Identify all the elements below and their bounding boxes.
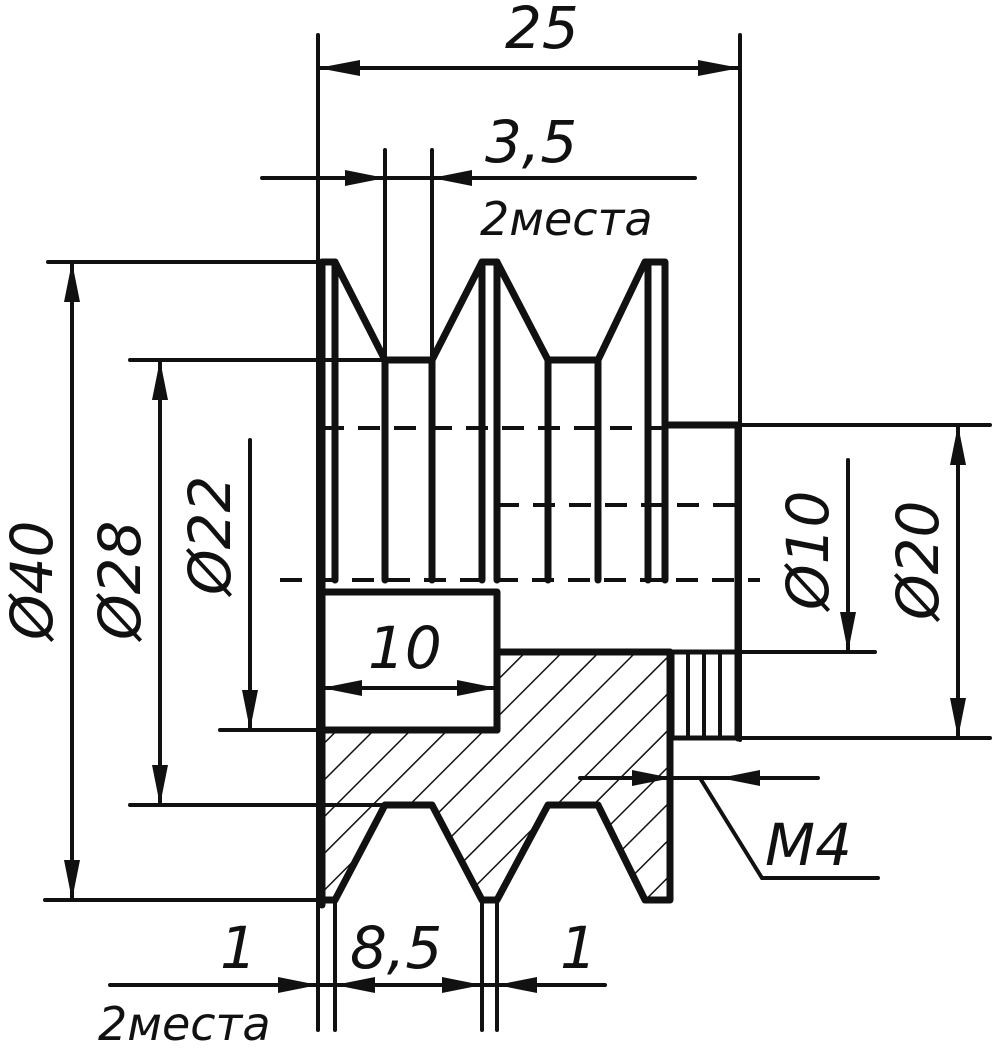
arrow-25-right <box>698 60 740 76</box>
arrow-8-5-left <box>335 977 375 993</box>
label-dia-22: Ø22 <box>176 476 244 597</box>
leader-line-m4 <box>698 776 880 880</box>
arrow-dia28-top <box>152 360 168 400</box>
arrow-10-right <box>457 680 497 696</box>
arrow-dia40-bottom <box>64 860 80 900</box>
arrow-dia28-bottom <box>152 765 168 805</box>
arrow-m4-left <box>632 770 672 786</box>
pulley-outer-profile-upper <box>318 258 742 909</box>
bore-outline <box>318 588 501 734</box>
label-dia-outer: Ø40 <box>0 521 66 642</box>
arrow-8-5-right <box>442 977 482 993</box>
label-rim-left: 1 <box>220 914 257 982</box>
arrow-m4-right <box>720 770 760 786</box>
arrow-dia10-bottom <box>840 612 856 652</box>
label-overall-width: 25 <box>505 0 579 62</box>
label-dia-10: Ø10 <box>774 491 842 612</box>
arrow-1-left <box>278 977 318 993</box>
arrow-dia40-top <box>64 262 80 302</box>
label-groove-width: 3,5 <box>485 108 577 176</box>
arrow-dia20-bottom <box>950 698 966 738</box>
arrow-dia22-bottom <box>242 690 258 730</box>
arrow-25-left <box>318 60 360 76</box>
section-hatched-body <box>318 648 674 904</box>
label-groove-note-top: 2места <box>480 192 653 246</box>
arrow-1-right <box>497 977 537 993</box>
label-thread: M4 <box>765 811 852 879</box>
label-pitch: 8,5 <box>350 914 442 982</box>
arrow-3-5-right <box>432 170 472 186</box>
arrow-10-left <box>322 680 362 696</box>
label-bore-depth: 10 <box>368 614 442 682</box>
label-rim-right: 1 <box>560 914 597 982</box>
label-dia-28: Ø28 <box>86 521 154 642</box>
label-groove-note-bottom: 2места <box>98 997 271 1051</box>
arrow-dia20-top <box>950 425 966 465</box>
arrow-3-5-left <box>345 170 385 186</box>
label-dia-20: Ø20 <box>884 501 952 622</box>
